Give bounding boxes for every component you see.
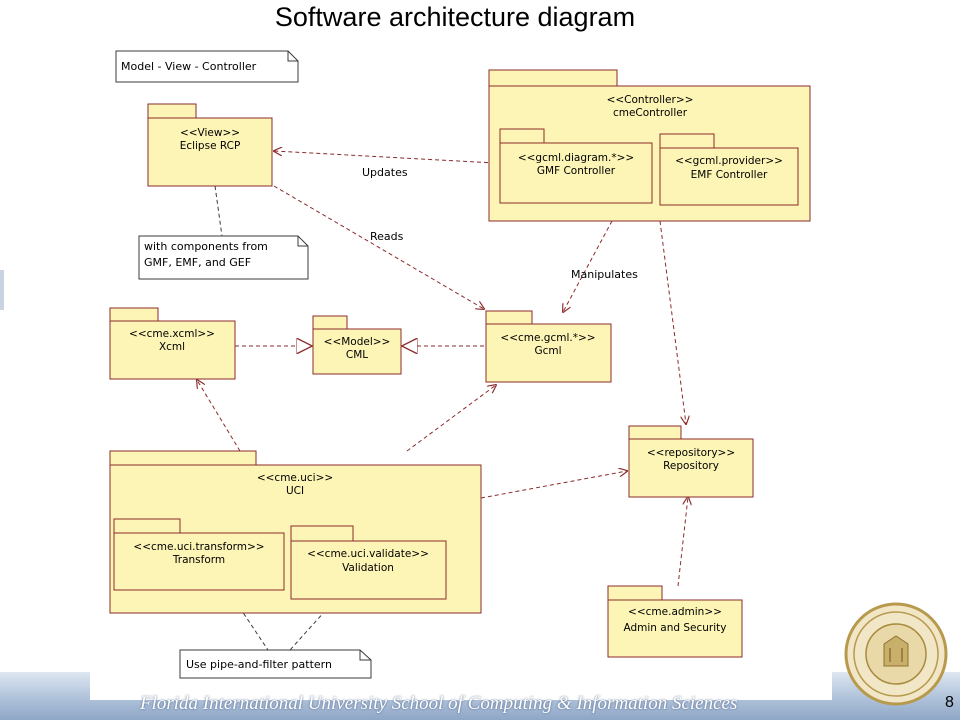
dep-uci-repository: [480, 471, 627, 499]
package-admin: <<cme.admin>> Admin and Security: [607, 585, 743, 658]
xcml-stereotype: <<cme.xcml>>: [129, 328, 215, 340]
emf-controller-name: EMF Controller: [691, 169, 768, 181]
controller-stereotype: <<Controller>>: [607, 94, 694, 106]
package-gcml: <<cme.gcml.*>> Gcml: [485, 310, 612, 383]
package-validation: <<cme.uci.validate>> Validation: [290, 525, 447, 600]
view-name: Eclipse RCP: [180, 140, 241, 152]
cml-name: CML: [346, 349, 368, 361]
controller-name: cmeController: [613, 107, 688, 119]
admin-stereotype: <<cme.admin>>: [628, 606, 722, 618]
gmf-controller-name: GMF Controller: [537, 165, 616, 177]
note-components-line1: with components from: [144, 240, 268, 253]
validation-name: Validation: [342, 562, 394, 574]
dep-manipulates: [563, 220, 613, 312]
dep-uci-xcml: [197, 380, 241, 452]
package-cml: <<Model>> CML: [312, 315, 402, 375]
university-seal-logo: [844, 602, 948, 706]
label-updates: Updates: [362, 166, 408, 179]
emf-controller-stereotype: <<gcml.provider>>: [675, 155, 783, 167]
package-xcml: <<cme.xcml>> Xcml: [109, 307, 236, 380]
package-view: <<View>> Eclipse RCP: [147, 103, 273, 187]
anchor-transform-note: [227, 589, 269, 651]
gcml-stereotype: <<cme.gcml.*>>: [500, 332, 595, 344]
package-repository: <<repository>> Repository: [628, 425, 754, 498]
uci-name: UCI: [286, 485, 304, 497]
dep-updates: [274, 151, 496, 164]
note-mvc: Model - View - Controller: [115, 50, 299, 83]
page-number: 8: [945, 694, 954, 711]
transform-name: Transform: [172, 554, 225, 566]
footer-text: Florida International University School …: [140, 693, 738, 714]
uml-diagram: Model - View - Controller with component…: [90, 40, 832, 700]
label-reads: Reads: [370, 230, 404, 243]
gmf-controller-stereotype: <<gcml.diagram.*>>: [518, 152, 634, 164]
note-mvc-text: Model - View - Controller: [121, 60, 257, 73]
diagram-canvas: Model - View - Controller with component…: [109, 50, 811, 679]
note-components: with components from GMF, EMF, and GEF: [138, 235, 309, 280]
cml-stereotype: <<Model>>: [324, 336, 391, 348]
dep-reads: [273, 185, 484, 309]
repository-stereotype: <<repository>>: [647, 447, 735, 459]
gcml-name: Gcml: [534, 345, 561, 357]
label-manipulates: Manipulates: [571, 268, 638, 281]
note-components-line2: GMF, EMF, and GEF: [144, 256, 251, 269]
left-edge-accent: [0, 270, 4, 310]
anchor-validation-note: [289, 599, 336, 651]
repository-name: Repository: [663, 460, 719, 472]
validation-stereotype: <<cme.uci.validate>>: [307, 548, 429, 560]
anchor-view-note: [214, 185, 223, 237]
note-pipe-filter: Use pipe-and-filter pattern: [179, 649, 372, 679]
note-pipe-filter-text: Use pipe-and-filter pattern: [186, 658, 332, 671]
package-transform: <<cme.uci.transform>> Transform: [113, 518, 285, 591]
xcml-name: Xcml: [159, 341, 185, 353]
admin-name: Admin and Security: [623, 622, 726, 634]
view-stereotype: <<View>>: [180, 127, 240, 139]
dep-uci-gcml: [406, 385, 496, 452]
package-gmf-controller: <<gcml.diagram.*>> GMF Controller: [499, 128, 653, 204]
dep-controller-repository: [659, 220, 686, 424]
slide-title: Software architecture diagram: [274, 2, 636, 32]
dep-admin-repository: [677, 497, 688, 587]
package-emf-controller: <<gcml.provider>> EMF Controller: [659, 133, 799, 206]
transform-stereotype: <<cme.uci.transform>>: [133, 541, 264, 553]
uci-stereotype: <<cme.uci>>: [257, 472, 333, 484]
